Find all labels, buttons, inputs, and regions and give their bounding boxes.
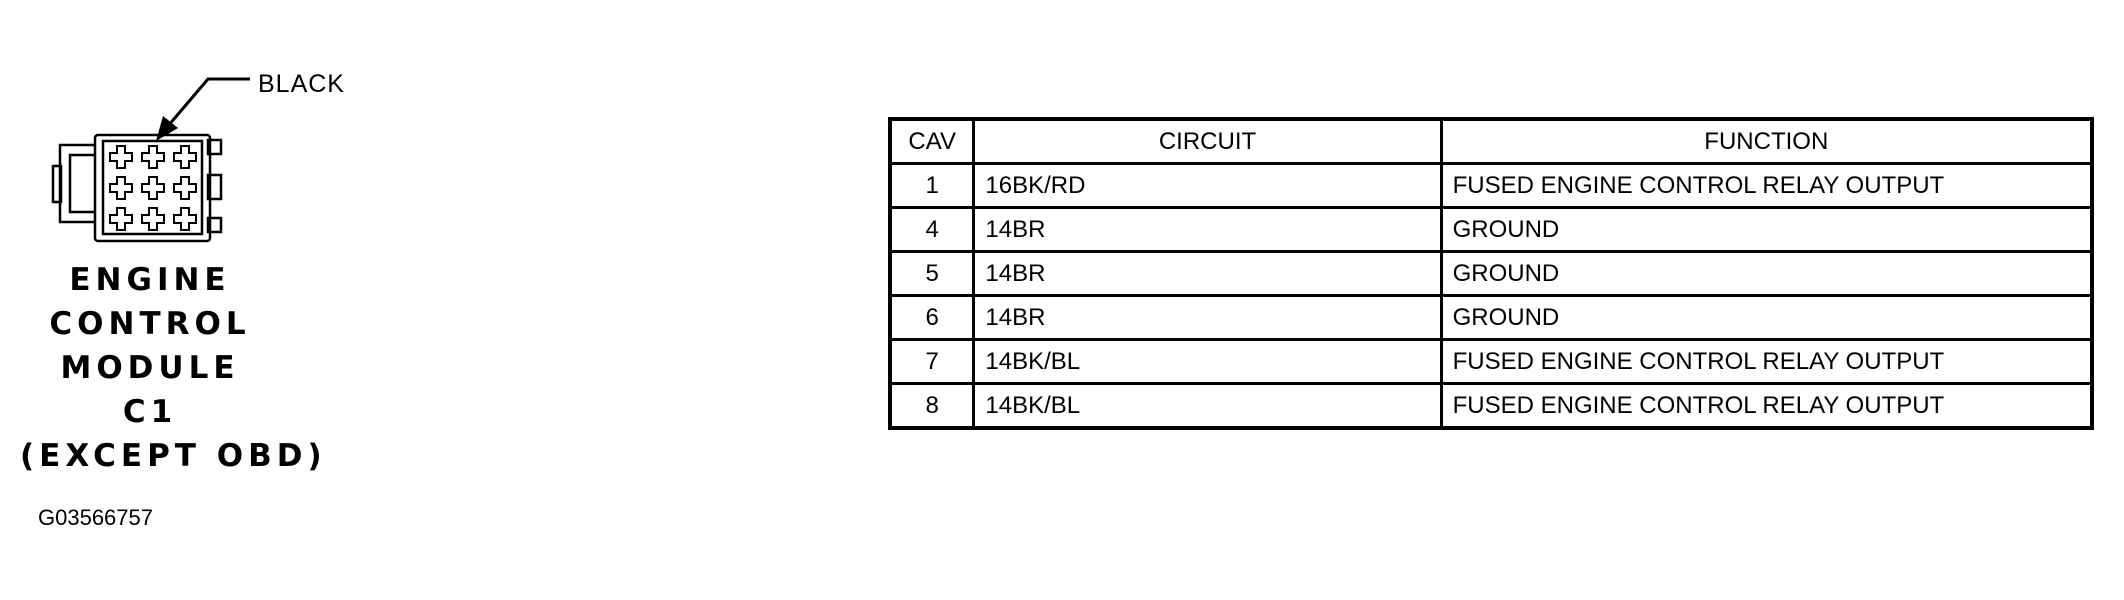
connector-color-label: BLACK xyxy=(258,70,345,98)
cell-circuit: 14BR xyxy=(972,294,1443,341)
connector-title: ENGINE CONTROL MODULE C1 (EXCEPT OBD) xyxy=(20,258,327,478)
cell-cav: 4 xyxy=(888,206,976,253)
cell-function: GROUND xyxy=(1439,250,2094,297)
table-row: 8 14BK/BL FUSED ENGINE CONTROL RELAY OUT… xyxy=(888,382,2094,430)
terminal-cavity xyxy=(109,176,133,200)
cell-cav: 8 xyxy=(888,382,976,430)
table-header-row: CAV CIRCUIT FUNCTION xyxy=(888,117,2094,165)
table-row: 7 14BK/BL FUSED ENGINE CONTROL RELAY OUT… xyxy=(888,338,2094,385)
table-row: 1 16BK/RD FUSED ENGINE CONTROL RELAY OUT… xyxy=(888,162,2094,209)
cell-function: GROUND xyxy=(1439,294,2094,341)
table-row: 6 14BR GROUND xyxy=(888,294,2094,341)
terminal-cavity xyxy=(109,207,133,231)
callout-leader xyxy=(156,77,250,141)
connector-title-line: MODULE xyxy=(60,350,240,386)
connector-diagram xyxy=(51,77,250,243)
terminal-cavity xyxy=(173,176,197,200)
pinout-table: CAV CIRCUIT FUNCTION 1 16BK/RD FUSED ENG… xyxy=(888,117,2094,430)
cell-circuit: 16BK/RD xyxy=(972,162,1443,209)
terminal-cavity xyxy=(141,207,165,231)
table-row: 4 14BR GROUND xyxy=(888,206,2094,253)
cell-cav: 5 xyxy=(888,250,976,297)
figure-id: G03566757 xyxy=(38,505,153,530)
terminal-cavity xyxy=(173,207,197,231)
cell-function: FUSED ENGINE CONTROL RELAY OUTPUT xyxy=(1439,338,2094,385)
cell-function: FUSED ENGINE CONTROL RELAY OUTPUT xyxy=(1439,382,2094,430)
cell-function: GROUND xyxy=(1439,206,2094,253)
terminal-cavity xyxy=(141,176,165,200)
cell-circuit: 14BK/BL xyxy=(972,338,1443,385)
terminal-cavity xyxy=(173,145,197,169)
header-circuit: CIRCUIT xyxy=(972,117,1443,165)
cell-circuit: 14BR xyxy=(972,206,1443,253)
cell-cav: 7 xyxy=(888,338,976,385)
cavity-grid xyxy=(109,145,197,231)
connector-title-line: (EXCEPT OBD) xyxy=(20,438,327,474)
cell-circuit: 14BK/BL xyxy=(972,382,1443,430)
cell-function: FUSED ENGINE CONTROL RELAY OUTPUT xyxy=(1439,162,2094,209)
header-cav: CAV xyxy=(888,117,976,165)
connector-housing xyxy=(51,133,223,243)
connector-title-line: CONTROL xyxy=(49,306,251,342)
connector-title-line: ENGINE xyxy=(69,262,231,298)
cell-circuit: 14BR xyxy=(972,250,1443,297)
header-function: FUNCTION xyxy=(1439,117,2094,165)
terminal-cavity xyxy=(109,145,133,169)
table-row: 5 14BR GROUND xyxy=(888,250,2094,297)
connector-title-line: C1 xyxy=(122,394,178,430)
cell-cav: 6 xyxy=(888,294,976,341)
terminal-cavity xyxy=(141,145,165,169)
cell-cav: 1 xyxy=(888,162,976,209)
